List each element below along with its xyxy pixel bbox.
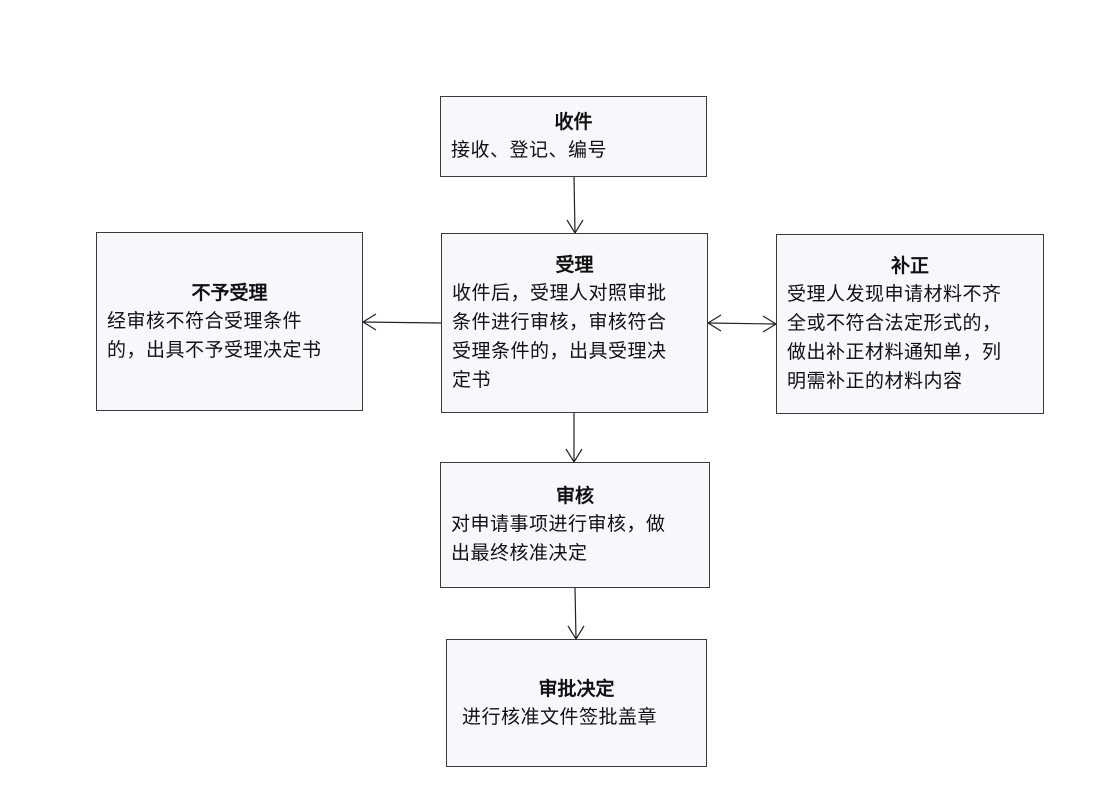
- arrowhead-to-reject: [361, 313, 377, 331]
- node-reject-title: 不予受理: [191, 281, 268, 304]
- edge-accept-to-reject: [362, 321, 442, 324]
- node-correct-title: 补正: [890, 255, 929, 277]
- edge-review-to-decision: [574, 587, 577, 640]
- node-accept-title: 受理: [555, 254, 594, 276]
- node-decision-title: 审批决定: [538, 677, 615, 700]
- edge-receive-to-accept: [573, 176, 576, 234]
- node-reject: 不予受理 经审核不符合受理条件 的，出具不予受理决定书: [96, 232, 363, 411]
- node-review-title: 审核: [555, 485, 594, 507]
- node-receive: 收件 接收、登记、编号: [440, 96, 707, 177]
- node-decision-body: 进行核准文件签批盖章: [462, 705, 658, 728]
- edge-accept-to-correct: [707, 322, 777, 325]
- node-review-body: 对申请事项进行审核，做 出最终核准决定: [451, 513, 666, 564]
- arrowhead-to-accept-from-correct: [706, 314, 722, 332]
- node-accept-body: 收件后，受理人对照审批 条件进行审核，审核符合 受理条件的，出具受理决 定书: [452, 282, 667, 391]
- node-accept: 受理 收件后，受理人对照审批 条件进行审核，审核符合 受理条件的，出具受理决 定…: [441, 233, 708, 413]
- node-receive-body: 接收、登记、编号: [451, 139, 608, 161]
- node-decision: 审批决定 进行核准文件签批盖章: [446, 639, 707, 767]
- node-correct-body: 受理人发现申请材料不齐 全或不符合法定形式的， 做出补正材料通知单，列 明需补正…: [787, 283, 1002, 392]
- node-review: 审核 对申请事项进行审核，做 出最终核准决定: [440, 462, 710, 588]
- node-reject-body: 经审核不符合受理条件 的，出具不予受理决定书: [107, 309, 322, 361]
- node-correct: 补正 受理人发现申请材料不齐 全或不符合法定形式的， 做出补正材料通知单，列 明…: [776, 234, 1044, 414]
- node-receive-title: 收件: [554, 111, 593, 133]
